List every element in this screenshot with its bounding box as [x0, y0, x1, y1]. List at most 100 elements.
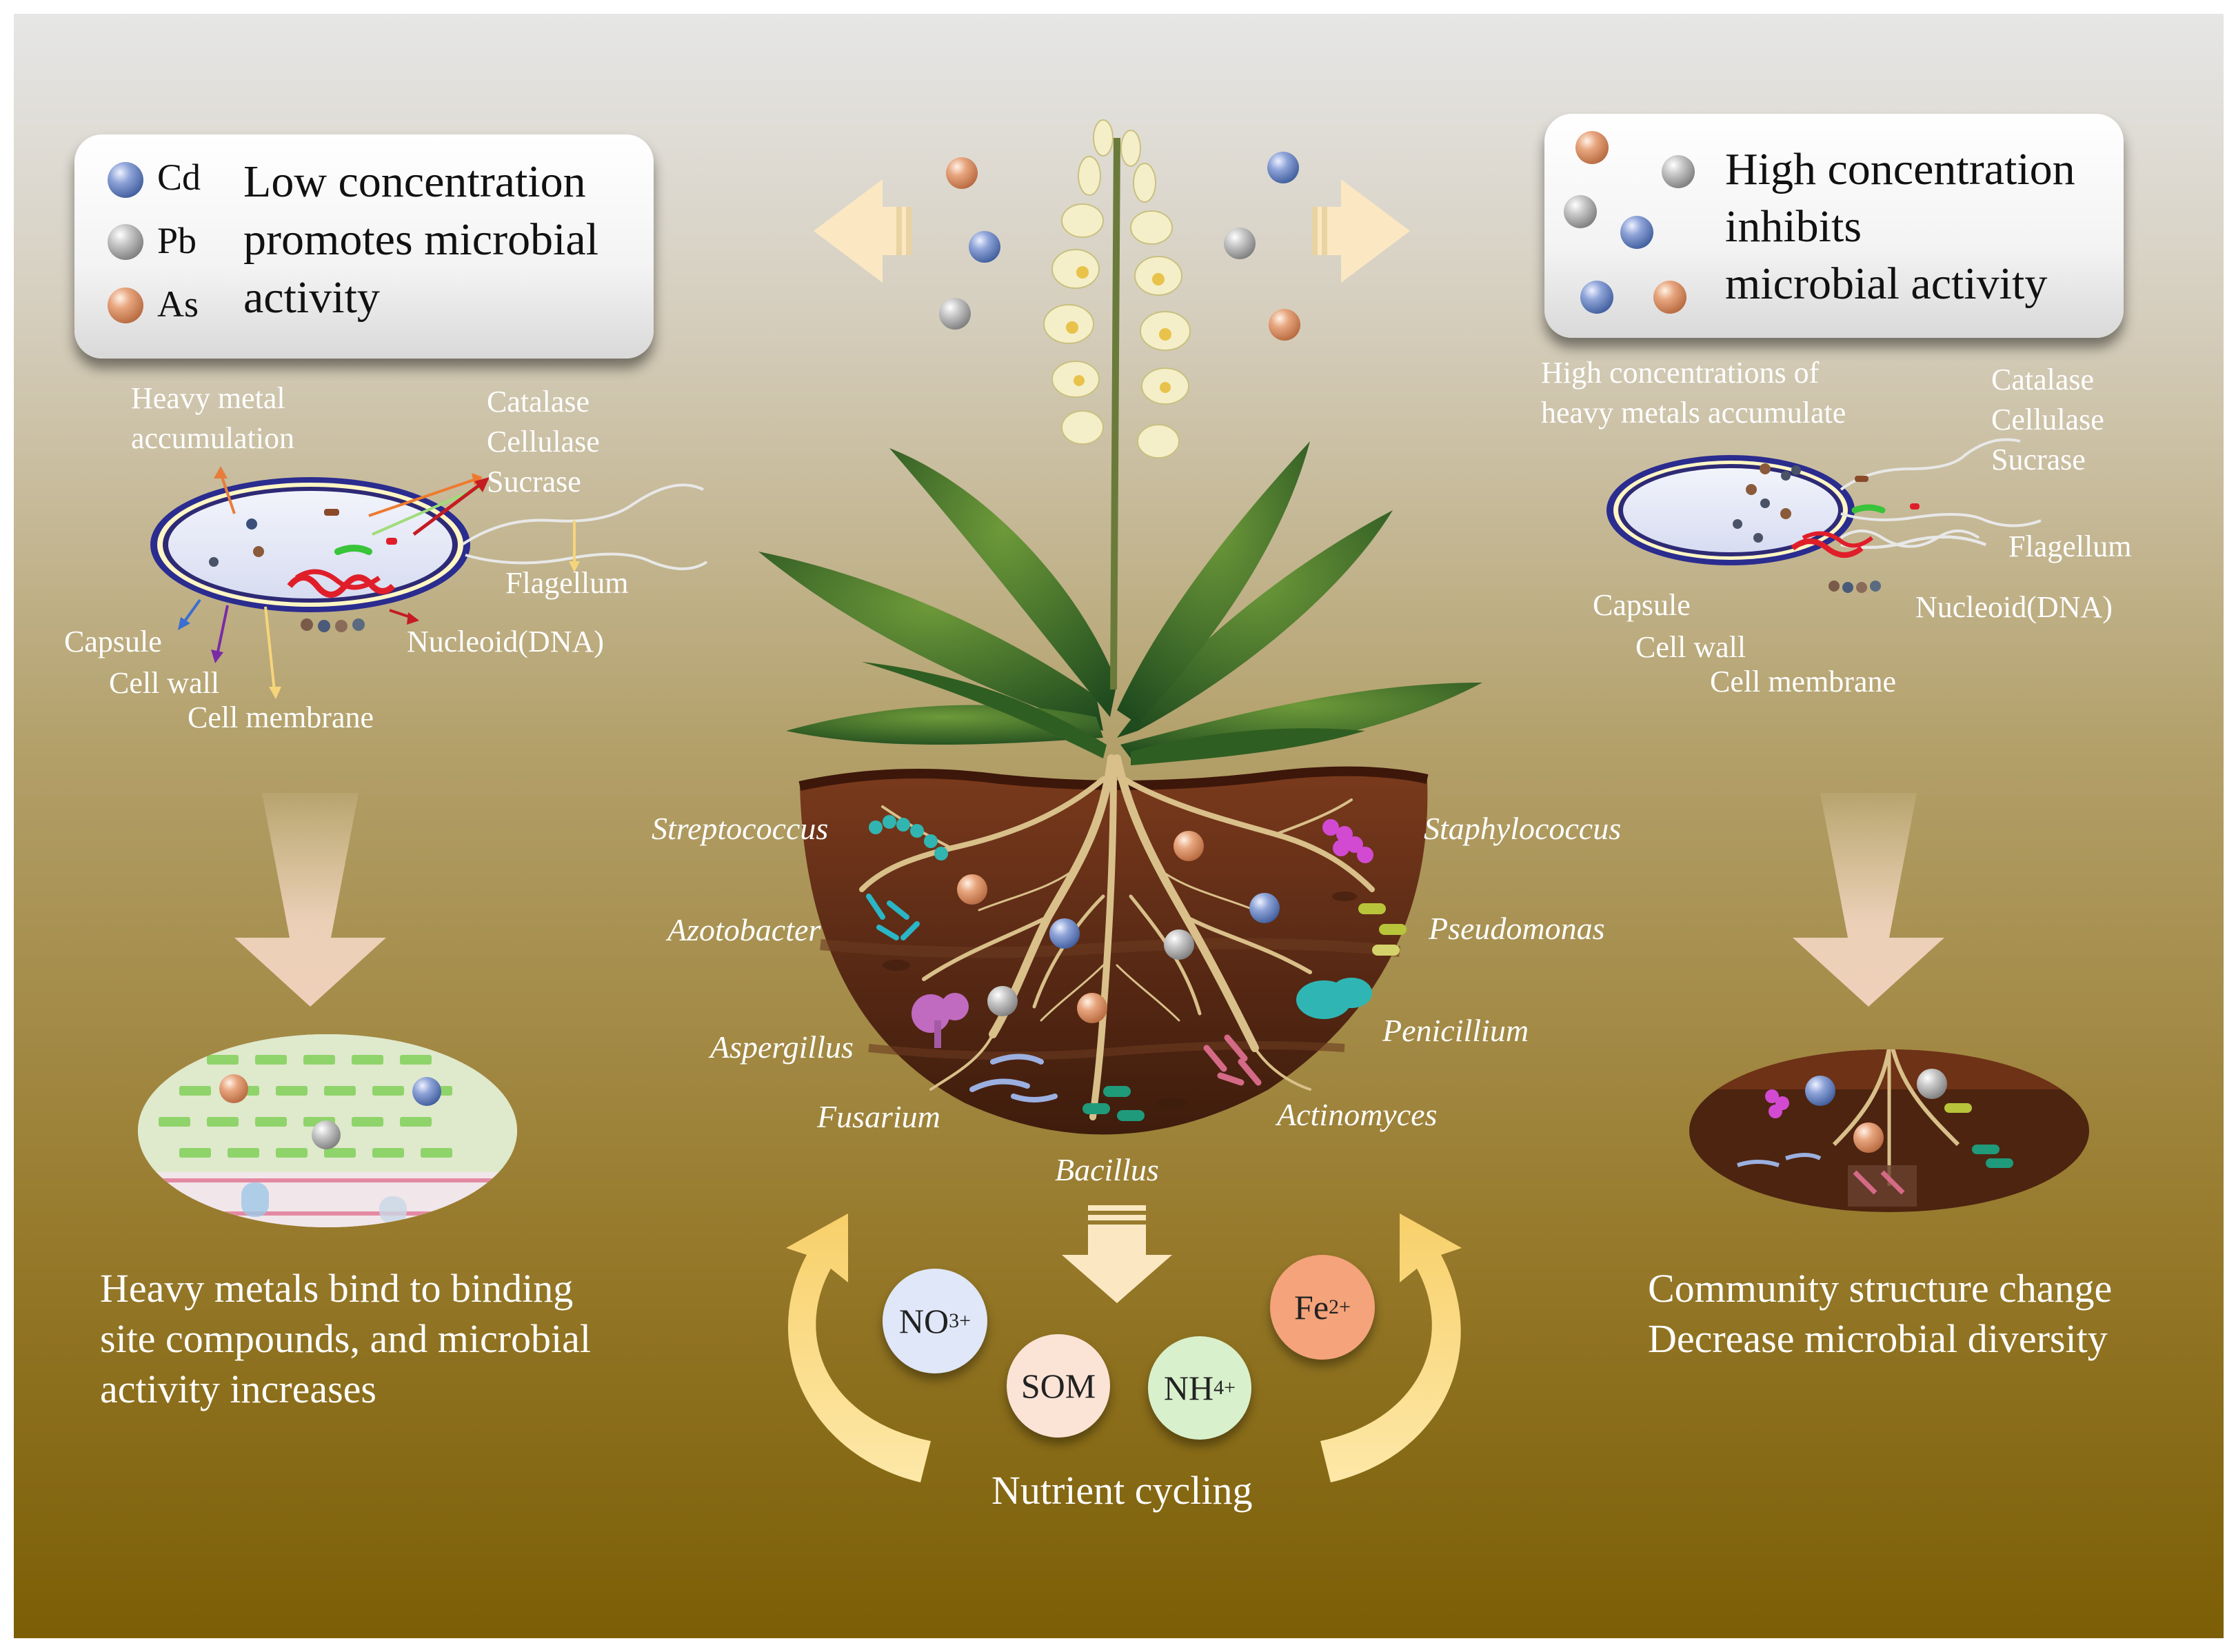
nitrate-sup: +: [959, 1309, 971, 1332]
right-cell-membrane-label: Cell membrane: [1710, 665, 1897, 698]
right-cell-wall-label: Cell wall: [1635, 630, 1746, 664]
fusarium-shape: [969, 1054, 1058, 1102]
as-ball-icon: [1653, 281, 1686, 314]
low-concentration-box: Cd Pb As Low concentration promotes micr…: [74, 134, 654, 359]
microbe-pseudomonas-label: Pseudomonas: [1429, 911, 1605, 946]
right-accumulation-line-2: heavy metals accumulate: [1541, 396, 1846, 430]
cycle-arrows: [786, 1213, 1462, 1482]
left-accumulation-line-2: accumulation: [131, 421, 295, 455]
azotobacter-shape: [866, 894, 920, 940]
legend-pb-label: Pb: [157, 220, 197, 261]
staphylococcus-shape: [1322, 819, 1373, 863]
pseudomonas-shape: [1358, 903, 1407, 956]
right-outcome-line-2: Decrease microbial diversity: [1648, 1316, 2108, 1361]
nutrient-cycling-label: Nutrient cycling: [991, 1468, 1253, 1513]
right-enzyme-sucrase: Sucrase: [1991, 443, 2086, 476]
left-bacterial-cell: [150, 466, 708, 699]
right-flagellum-label: Flagellum: [2008, 530, 2132, 563]
microbe-bacillus-label: Bacillus: [1055, 1152, 1159, 1187]
pb-ball-icon: [1224, 228, 1256, 259]
right-nucleoid-label: Nucleoid(DNA): [1915, 590, 2113, 624]
ammonium-base: NH: [1163, 1369, 1214, 1407]
pb-ball-icon: [1662, 155, 1695, 188]
high-text-line-3: microbial activity: [1725, 259, 2048, 309]
left-spread-arrow: [814, 179, 911, 283]
soil-microbes: [866, 815, 1407, 1121]
cd-ball-icon: [969, 231, 1000, 263]
left-accumulation-line-1: Heavy metal: [131, 381, 285, 415]
pb-ball-icon: [987, 986, 1018, 1016]
low-text-line-1: Low concentration: [243, 157, 586, 207]
left-enzyme-cellulase: Cellulase: [487, 425, 600, 459]
cd-ball-icon: [1249, 893, 1280, 923]
iron-sup: 2+: [1329, 1296, 1351, 1318]
cd-ball-icon: [1805, 1076, 1835, 1106]
low-text-line-2: promotes microbial: [243, 214, 599, 265]
left-enzyme-sucrase: Sucrase: [487, 465, 581, 498]
left-flagellum-label: Flagellum: [505, 566, 629, 600]
cd-ball-icon: [1620, 216, 1653, 249]
streptococcus-shape: [869, 815, 948, 860]
as-ball-icon: [946, 157, 978, 189]
left-outcome-line-1: Heavy metals bind to binding: [100, 1266, 574, 1311]
microbe-azotobacter-label: Azotobacter: [667, 912, 821, 947]
aspergillus-shape: [911, 993, 969, 1048]
as-ball-icon: [219, 1074, 248, 1103]
right-bacterial-cell: [1607, 438, 2042, 593]
nitrate-base: NO: [898, 1302, 949, 1340]
legend-cd-label: Cd: [157, 157, 201, 198]
plant-leaves: [758, 441, 1482, 765]
cd-ball-icon: [1049, 918, 1080, 949]
pb-ball-icon: [312, 1120, 341, 1149]
microbe-actinomyces-label: Actinomyces: [1277, 1097, 1438, 1132]
right-down-arrow: [1793, 793, 1944, 1007]
actinomyces-shape: [1203, 1034, 1262, 1086]
penicillium-shape: [1296, 978, 1372, 1019]
cd-ball-icon: [108, 162, 143, 198]
microbe-penicillium-label: Penicillium: [1382, 1013, 1529, 1048]
pb-ball-icon: [939, 298, 971, 330]
legend-as-label: As: [157, 283, 199, 325]
left-nucleoid-label: Nucleoid(DNA): [407, 625, 604, 658]
cd-ball-icon: [1580, 281, 1613, 314]
low-text-line-3: activity: [243, 272, 380, 323]
as-ball-icon: [1575, 131, 1609, 164]
left-enzyme-catalase: Catalase: [487, 385, 590, 419]
right-spread-arrow: [1312, 179, 1410, 283]
left-outcome-line-3: activity increases: [100, 1367, 376, 1411]
left-down-arrow: [234, 793, 386, 1007]
cd-ball-icon: [412, 1077, 441, 1106]
pb-ball-icon: [1564, 195, 1597, 228]
left-cell-membrane-label: Cell membrane: [188, 701, 374, 734]
right-capsule-label: Capsule: [1593, 588, 1691, 622]
right-enzyme-cellulase: Cellulase: [1991, 403, 2104, 436]
microbe-fusarium-label: Fusarium: [817, 1099, 940, 1134]
left-cell-wall-label: Cell wall: [109, 666, 220, 700]
high-text-line-1: High concentration: [1725, 144, 2075, 194]
right-accumulation-line-1: High concentrations of: [1541, 356, 1820, 390]
flower-stalk: [1043, 119, 1191, 690]
cd-ball-icon: [1267, 152, 1299, 183]
as-ball-icon: [108, 288, 143, 323]
nitrate-sub: 3: [949, 1309, 960, 1332]
ammonium-sup: +: [1224, 1376, 1236, 1399]
som-node: SOM: [1007, 1334, 1110, 1438]
as-ball-icon: [1853, 1122, 1884, 1153]
som-label: SOM: [1020, 1367, 1096, 1405]
pb-ball-icon: [1917, 1069, 1947, 1099]
microbe-streptococcus-label: Streptococcus: [652, 811, 829, 846]
ammonium-sub: 4: [1213, 1376, 1225, 1399]
soil-bowl: [798, 766, 1429, 1135]
as-ball-icon: [957, 874, 987, 905]
bacillus-shape: [1082, 1086, 1145, 1121]
as-ball-icon: [1174, 831, 1204, 861]
center-down-arrow: [1062, 1205, 1172, 1303]
high-text-line-2: inhibits: [1725, 201, 1862, 252]
right-enzyme-catalase: Catalase: [1991, 363, 2095, 396]
right-outcome-line-1: Community structure change: [1648, 1266, 2113, 1311]
pb-ball-icon: [1164, 929, 1194, 960]
pb-ball-icon: [108, 224, 143, 260]
